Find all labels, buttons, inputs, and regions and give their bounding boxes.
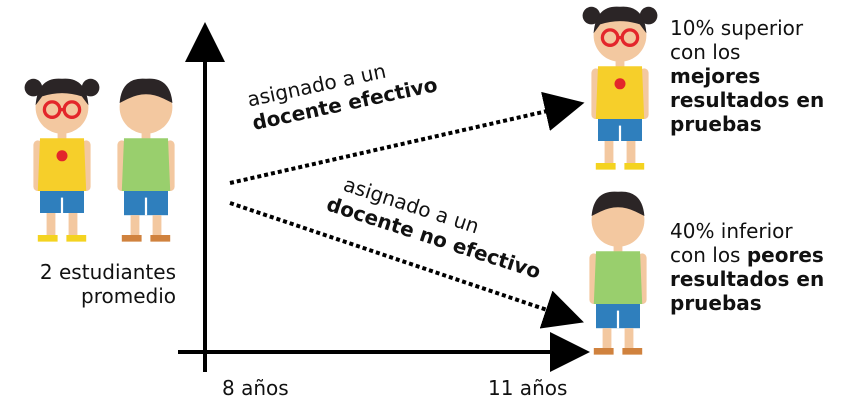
girl-figure-top-right xyxy=(580,4,660,172)
bottom-right-label-line3: resultados en xyxy=(670,267,825,291)
bottom-right-label-line2a: con los xyxy=(670,243,747,267)
left-label: 2 estudiantes promedio xyxy=(6,260,176,308)
top-right-label-line4: resultados en xyxy=(670,88,825,112)
bottom-right-label-line2b: peores xyxy=(746,243,824,267)
upper-dotted-arrow xyxy=(229,91,585,185)
top-right-label-line5: pruebas xyxy=(670,112,762,136)
top-right-label: 10% superior con los mejores resultados … xyxy=(670,16,824,136)
x-tick-8-anos: 8 años xyxy=(222,376,289,400)
top-right-label-line1: 10% superior xyxy=(670,16,804,40)
left-label-line2: promedio xyxy=(81,284,176,308)
boy-figure-left xyxy=(116,77,176,243)
left-label-line1: 2 estudiantes xyxy=(39,260,176,284)
bottom-right-label: 40% inferior con los peores resultados e… xyxy=(670,219,824,315)
top-right-label-line3: mejores xyxy=(670,64,761,88)
boy-figure-bottom-right xyxy=(588,190,648,356)
girl-figure-left xyxy=(22,76,102,244)
lower-dotted-arrow xyxy=(229,201,584,329)
x-tick-11-anos: 11 años xyxy=(488,376,568,400)
bottom-right-label-line4: pruebas xyxy=(670,291,762,315)
bottom-right-label-line1: 40% inferior xyxy=(670,219,793,243)
bottom-right-label-line2: con los peores xyxy=(670,243,824,267)
top-right-label-line2: con los xyxy=(670,40,741,64)
